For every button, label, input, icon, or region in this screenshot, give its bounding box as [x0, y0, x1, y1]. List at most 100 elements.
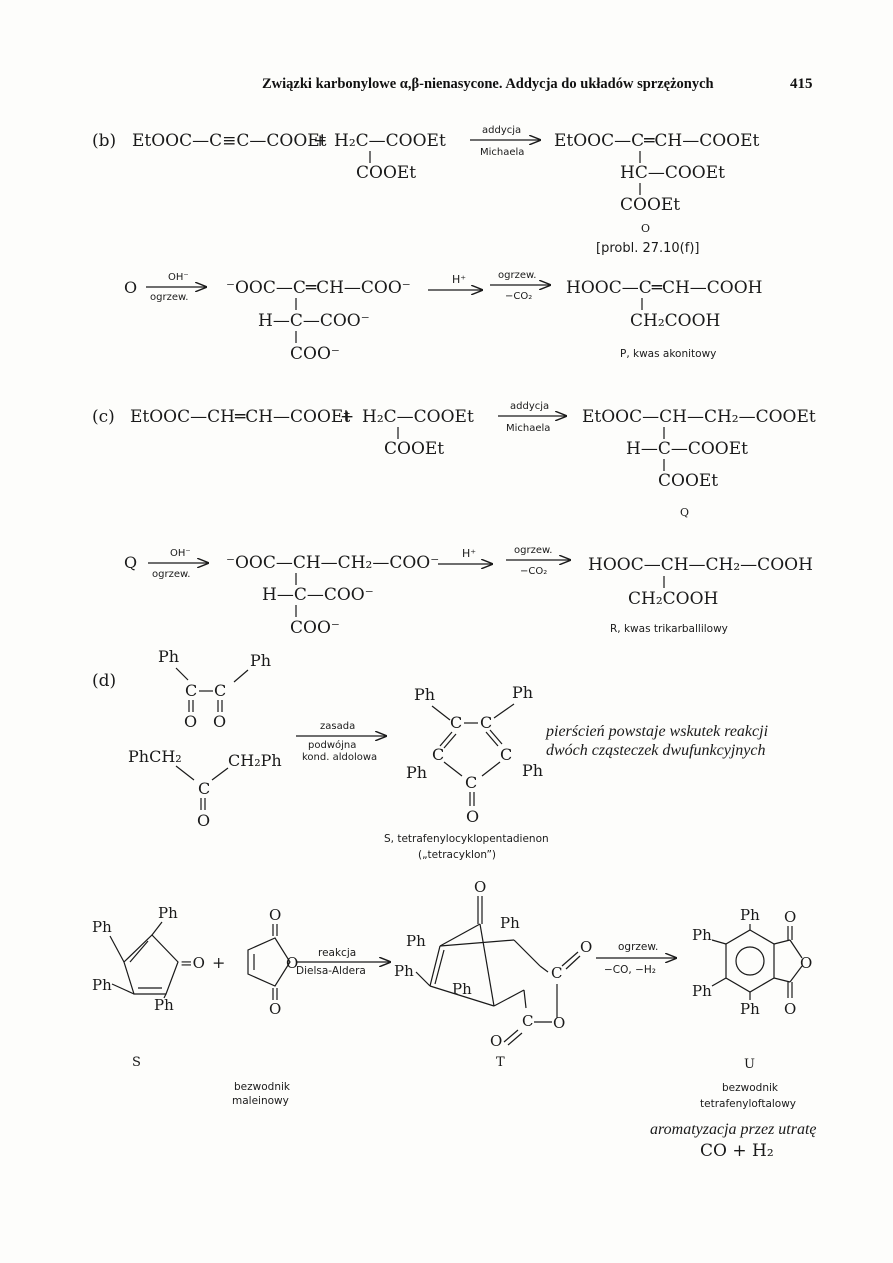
svg-text:Ph: Ph: [92, 918, 112, 936]
e-u-name-line1: bezwodnik: [722, 1082, 779, 1094]
svg-text:Ph: Ph: [92, 976, 112, 994]
d-arrow-mid: podwójna: [308, 739, 356, 751]
svg-text:Ph: Ph: [406, 763, 427, 782]
c-step2-arrow-bottom: ogrzew.: [152, 569, 190, 580]
b-final-label: P, kwas akonitowy: [620, 348, 716, 360]
b-heat-top: ogrzew.: [498, 270, 536, 281]
c-product-bottom: COOEt: [658, 471, 718, 491]
c-reactant1: EtOOC—CH═CH—COOEt: [130, 407, 350, 427]
c-arrow-top: addycja: [510, 401, 549, 412]
svg-text:Ph: Ph: [394, 962, 414, 980]
svg-text:C: C: [214, 681, 226, 700]
svg-text:O: O: [269, 906, 281, 924]
b-step2-arrow-top: OH⁻: [168, 272, 189, 283]
e-maleic-line1: bezwodnik: [234, 1081, 291, 1093]
c-arrow-bottom: Michaela: [506, 423, 550, 434]
svg-text:Ph: Ph: [740, 1000, 760, 1018]
e-t-label: T: [496, 1055, 505, 1070]
svg-text:Ph: Ph: [414, 685, 435, 704]
svg-text:C: C: [185, 681, 197, 700]
c-reactant2-bottom: COOEt: [384, 439, 444, 459]
svg-text:C: C: [522, 1012, 533, 1030]
b-arrow-bottom: Michaela: [480, 147, 524, 158]
section-b-label: (b): [92, 131, 116, 151]
section-c-label: (c): [92, 407, 115, 427]
b-product-top: EtOOC—C═CH—COOEt: [554, 131, 759, 151]
b-product-ref: [probl. 27.10(f)]: [596, 241, 699, 256]
e-u-label: U: [744, 1057, 755, 1072]
b-arrow-top: addycja: [482, 125, 521, 136]
svg-text:Ph: Ph: [158, 647, 179, 666]
svg-text:C: C: [432, 745, 444, 764]
svg-text:O: O: [474, 878, 486, 896]
svg-text:O: O: [784, 1000, 796, 1018]
c-acid-arrow-label: H⁺: [462, 547, 476, 560]
d-note-line2: dwóch cząsteczek dwufunkcyjnych: [546, 742, 765, 759]
c-plus: +: [340, 407, 354, 427]
tetracyclone-structure: Ph Ph C C C C C Ph Ph O: [406, 683, 543, 826]
b-step2-start: O: [124, 278, 137, 297]
b-plus: +: [313, 131, 327, 151]
svg-text:O: O: [269, 1000, 281, 1018]
b-final-top: HOOC—C═CH—COOH: [566, 278, 763, 298]
b-reactant2-bottom: COOEt: [356, 163, 416, 183]
d-product-label2: („tetracyklon”): [418, 849, 496, 861]
svg-text:O: O: [466, 807, 479, 826]
svg-text:O: O: [184, 712, 197, 731]
d-product-label1: S, tetrafenylocyklopentadienon: [384, 833, 549, 845]
svg-text:O: O: [490, 1032, 502, 1050]
svg-text:=O: =O: [180, 954, 205, 972]
b-acid-arrow-label: H⁺: [452, 273, 466, 286]
b-final-bottom: CH₂COOH: [630, 311, 720, 331]
c-inter-top: ⁻OOC—CH—CH₂—COO⁻: [226, 553, 439, 573]
c-final-top: HOOC—CH—CH₂—COOH: [588, 555, 813, 575]
c-heat-top: ogrzew.: [514, 545, 552, 556]
c-final-bottom: CH₂COOH: [628, 589, 718, 609]
b-inter-mid: H—C—COO⁻: [258, 311, 370, 331]
svg-text:Ph: Ph: [692, 926, 712, 944]
svg-text:C: C: [450, 713, 462, 732]
c-product-top: EtOOC—CH—CH₂—COOEt: [582, 407, 816, 427]
e-arom-line2: CO + H₂: [700, 1141, 774, 1161]
svg-text:PhCH₂: PhCH₂: [128, 747, 182, 766]
svg-text:C: C: [551, 964, 562, 982]
e-maleic-line2: maleinowy: [232, 1095, 289, 1107]
svg-text:C: C: [465, 773, 477, 792]
maleic-anhydride-structure: O O O: [247, 906, 298, 1018]
svg-text:O: O: [553, 1014, 565, 1032]
c-heat-bottom: −CO₂: [520, 566, 547, 577]
svg-text:Ph: Ph: [740, 906, 760, 924]
c-product-label: Q: [680, 506, 689, 519]
d-arrow-top: zasada: [320, 721, 355, 732]
svg-text:Ph: Ph: [500, 914, 520, 932]
d-note-line1: pierścień powstaje wskutek reakcji: [545, 723, 768, 740]
b-inter-top: ⁻OOC—C═CH—COO⁻: [226, 278, 411, 298]
c-step2-arrow-top: OH⁻: [170, 548, 191, 559]
svg-text:O: O: [800, 954, 812, 972]
b-reactant1: EtOOC—C≡C—COOEt: [132, 131, 327, 151]
benzil-structure: Ph Ph C C O O: [158, 647, 271, 731]
c-inter-mid: H—C—COO⁻: [262, 585, 374, 605]
b-inter-bottom: COO⁻: [290, 344, 340, 364]
e-s-label: S: [132, 1055, 141, 1070]
dibenzyl-ketone-structure: PhCH₂ CH₂Ph C O: [128, 747, 282, 830]
page-header-title: Związki karbonylowe α,β-nienasycone. Add…: [262, 76, 714, 92]
svg-text:Ph: Ph: [154, 996, 174, 1014]
b-step2-arrow-bottom: ogrzew.: [150, 292, 188, 303]
svg-text:C: C: [198, 779, 210, 798]
e-u-name-line2: tetrafenyloftalowy: [700, 1098, 796, 1110]
b-reactant2-top: H₂C—COOEt: [334, 131, 446, 151]
svg-text:Ph: Ph: [512, 683, 533, 702]
svg-text:Ph: Ph: [406, 932, 426, 950]
c-inter-bottom: COO⁻: [290, 618, 340, 638]
page-number: 415: [790, 76, 813, 92]
s-cyclopentadienone-structure: Ph Ph =O Ph Ph: [92, 904, 205, 1014]
svg-text:Ph: Ph: [158, 904, 178, 922]
e-arrow1-top: reakcja: [318, 947, 356, 959]
svg-text:CH₂Ph: CH₂Ph: [228, 751, 282, 770]
svg-text:C: C: [500, 745, 512, 764]
svg-text:O: O: [213, 712, 226, 731]
t-adduct-structure: O Ph Ph Ph Ph C O C O O: [394, 878, 592, 1050]
